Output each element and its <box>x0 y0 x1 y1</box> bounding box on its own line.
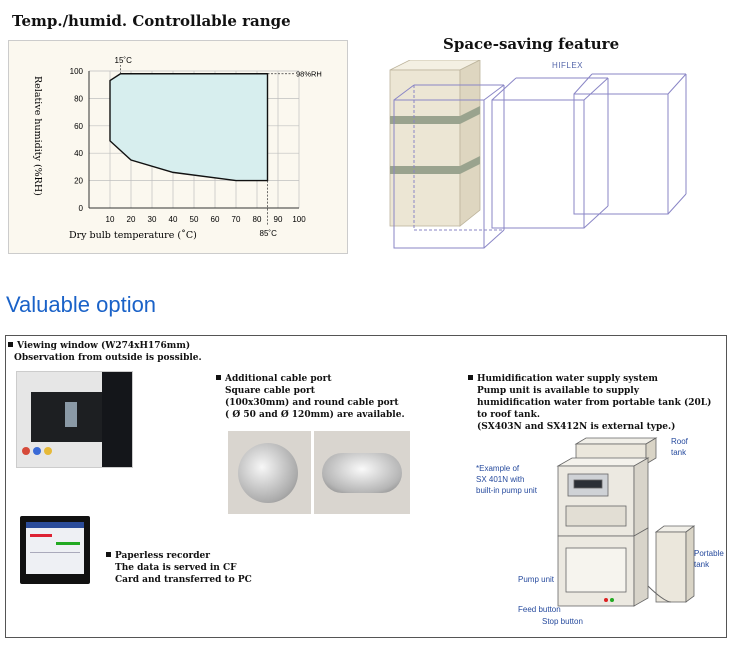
y-tick-label: 100 <box>70 67 84 76</box>
humid-water-title: Humidification water supply system <box>477 374 658 384</box>
paperless-recorder-photo <box>20 516 90 584</box>
viewing-window-desc: Observation from outside is possible. <box>14 353 202 363</box>
feed-button-icon <box>604 598 608 602</box>
valuable-option-title: Valuable option <box>6 292 157 317</box>
cable-port-text: Additional cable port Square cable port … <box>216 373 405 421</box>
paperless-line: The data is served in CF <box>115 563 237 573</box>
humid-water-text: Humidification water supply system Pump … <box>468 373 711 433</box>
roof-tank-line: tank <box>671 448 687 457</box>
stacked-units-diagram <box>389 60 687 249</box>
cable-port-line: Square cable port <box>225 386 315 396</box>
round-port <box>238 443 298 503</box>
y-tick-label: 20 <box>74 177 83 186</box>
hiflex-label: HIFLEX <box>552 61 584 70</box>
humid-water-line: (SX403N and SX412N is external type.) <box>477 422 676 432</box>
x-axis-label: Dry bulb temperature (˚C) <box>69 229 197 241</box>
chamber-door <box>102 372 132 467</box>
annotation-98rh: 98%RH <box>296 70 322 79</box>
x-tick-label: 10 <box>106 215 115 224</box>
x-tick-label: 80 <box>253 215 262 224</box>
bullet-icon <box>106 552 111 557</box>
square-port <box>322 453 402 493</box>
stop-button-icon <box>610 598 614 602</box>
example-line: built-in pump unit <box>476 486 537 495</box>
roof-tank-line: Roof <box>671 437 688 446</box>
indicator-blue-icon <box>33 447 41 455</box>
paperless-title: Paperless recorder <box>115 551 210 561</box>
cable-port-title: Additional cable port <box>225 374 332 384</box>
recorder-trace <box>56 542 80 545</box>
stop-button-label: Stop button <box>542 617 583 626</box>
cable-port-line: ( Ø 50 and Ø 120mm) are available. <box>225 410 405 420</box>
cable-port-line: (100x30mm) and round cable port <box>225 398 399 408</box>
humid-water-line: Pump unit is available to supply <box>477 386 639 396</box>
x-tick-label: 70 <box>232 215 241 224</box>
pump-unit-diagram <box>556 437 696 607</box>
x-tick-label: 30 <box>148 215 157 224</box>
x-tick-label: 100 <box>292 215 306 224</box>
y-tick-label: 0 <box>79 204 84 213</box>
annotation-85c: 85˚C <box>260 229 278 238</box>
roof-tank-label: Roof tank <box>671 436 688 458</box>
example-line: *Example of <box>476 464 520 473</box>
recorder-header <box>26 522 84 528</box>
wireframe-boxes <box>393 73 687 249</box>
recorder-grid <box>30 552 80 553</box>
bullet-icon <box>468 375 473 380</box>
y-tick-label: 40 <box>74 149 83 158</box>
portable-tank-label: Portable tank <box>694 548 724 570</box>
portable-tank-line: tank <box>694 560 710 569</box>
square-port-photo <box>314 431 410 514</box>
x-tick-label: 40 <box>169 215 178 224</box>
pump-unit-label: Pump unit <box>518 575 555 584</box>
y-tick-label: 80 <box>74 94 83 103</box>
bullet-icon <box>8 342 13 347</box>
y-axis-label: Relative humidity (%RH) <box>32 76 43 196</box>
stacked-cabinets <box>389 60 481 227</box>
range-chart-panel: 10 20 30 40 50 60 70 80 90 100 0 20 40 60 80 100 15˚C 98%… <box>8 40 348 254</box>
range-title: Temp./humid. Controllable range <box>12 12 291 30</box>
range-chart: 10 20 30 40 50 60 70 80 90 100 0 20 40 60 80 100 15˚C 98%… <box>32 56 322 241</box>
recorder-screen <box>26 522 84 574</box>
space-saving-title: Space-saving feature <box>443 35 620 53</box>
window-reflection <box>65 402 77 427</box>
viewing-window-text: Viewing window (W274xH176mm) Observation… <box>8 340 202 364</box>
annotation-15c: 15˚C <box>115 56 133 65</box>
indicator-yellow-icon <box>44 447 52 455</box>
x-tick-label: 50 <box>190 215 199 224</box>
feed-button-label: Feed button <box>518 605 561 614</box>
viewing-window-photo <box>16 371 133 468</box>
recorder-trace <box>30 534 52 537</box>
round-port-photo <box>228 431 311 514</box>
stack-gaps <box>390 106 480 174</box>
indicator-red-icon <box>22 447 30 455</box>
x-tick-label: 90 <box>274 215 283 224</box>
x-tick-label: 20 <box>127 215 136 224</box>
humid-water-line: humidification water from portable tank … <box>477 398 712 408</box>
options-panel: Viewing window (W274xH176mm) Observation… <box>5 335 727 638</box>
portable-tank-line: Portable <box>694 549 724 558</box>
controllable-region <box>109 73 269 182</box>
humid-water-line: to roof tank. <box>477 410 540 420</box>
x-tick-label: 60 <box>211 215 220 224</box>
example-line: SX 401N with <box>476 475 525 484</box>
paperless-text: Paperless recorder The data is served in… <box>106 550 252 586</box>
viewing-window-title: Viewing window (W274xH176mm) <box>17 341 191 351</box>
bullet-icon <box>216 375 221 380</box>
y-tick-label: 60 <box>74 122 83 131</box>
example-note: *Example of SX 401N with built-in pump u… <box>476 463 537 496</box>
paperless-line: Card and transferred to PC <box>115 575 252 585</box>
